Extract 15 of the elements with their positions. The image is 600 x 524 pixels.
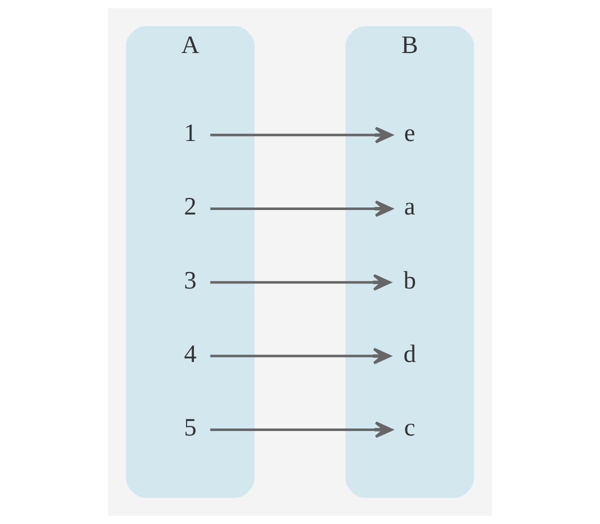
node-text: b [403,267,416,294]
node-text: c [404,414,416,442]
arrow [210,421,393,438]
node-text: 3 [184,267,197,294]
arrow [210,126,393,144]
node-text: 5 [184,414,197,442]
node-text: a [404,194,416,221]
node-text: 2 [184,194,197,221]
node-text: 4 [184,340,197,368]
node-text: 1 [184,120,197,147]
arrow [210,200,393,218]
node-text: d [403,340,416,368]
arrow [210,274,391,291]
arrow [210,348,391,364]
node-text: e [404,120,416,147]
